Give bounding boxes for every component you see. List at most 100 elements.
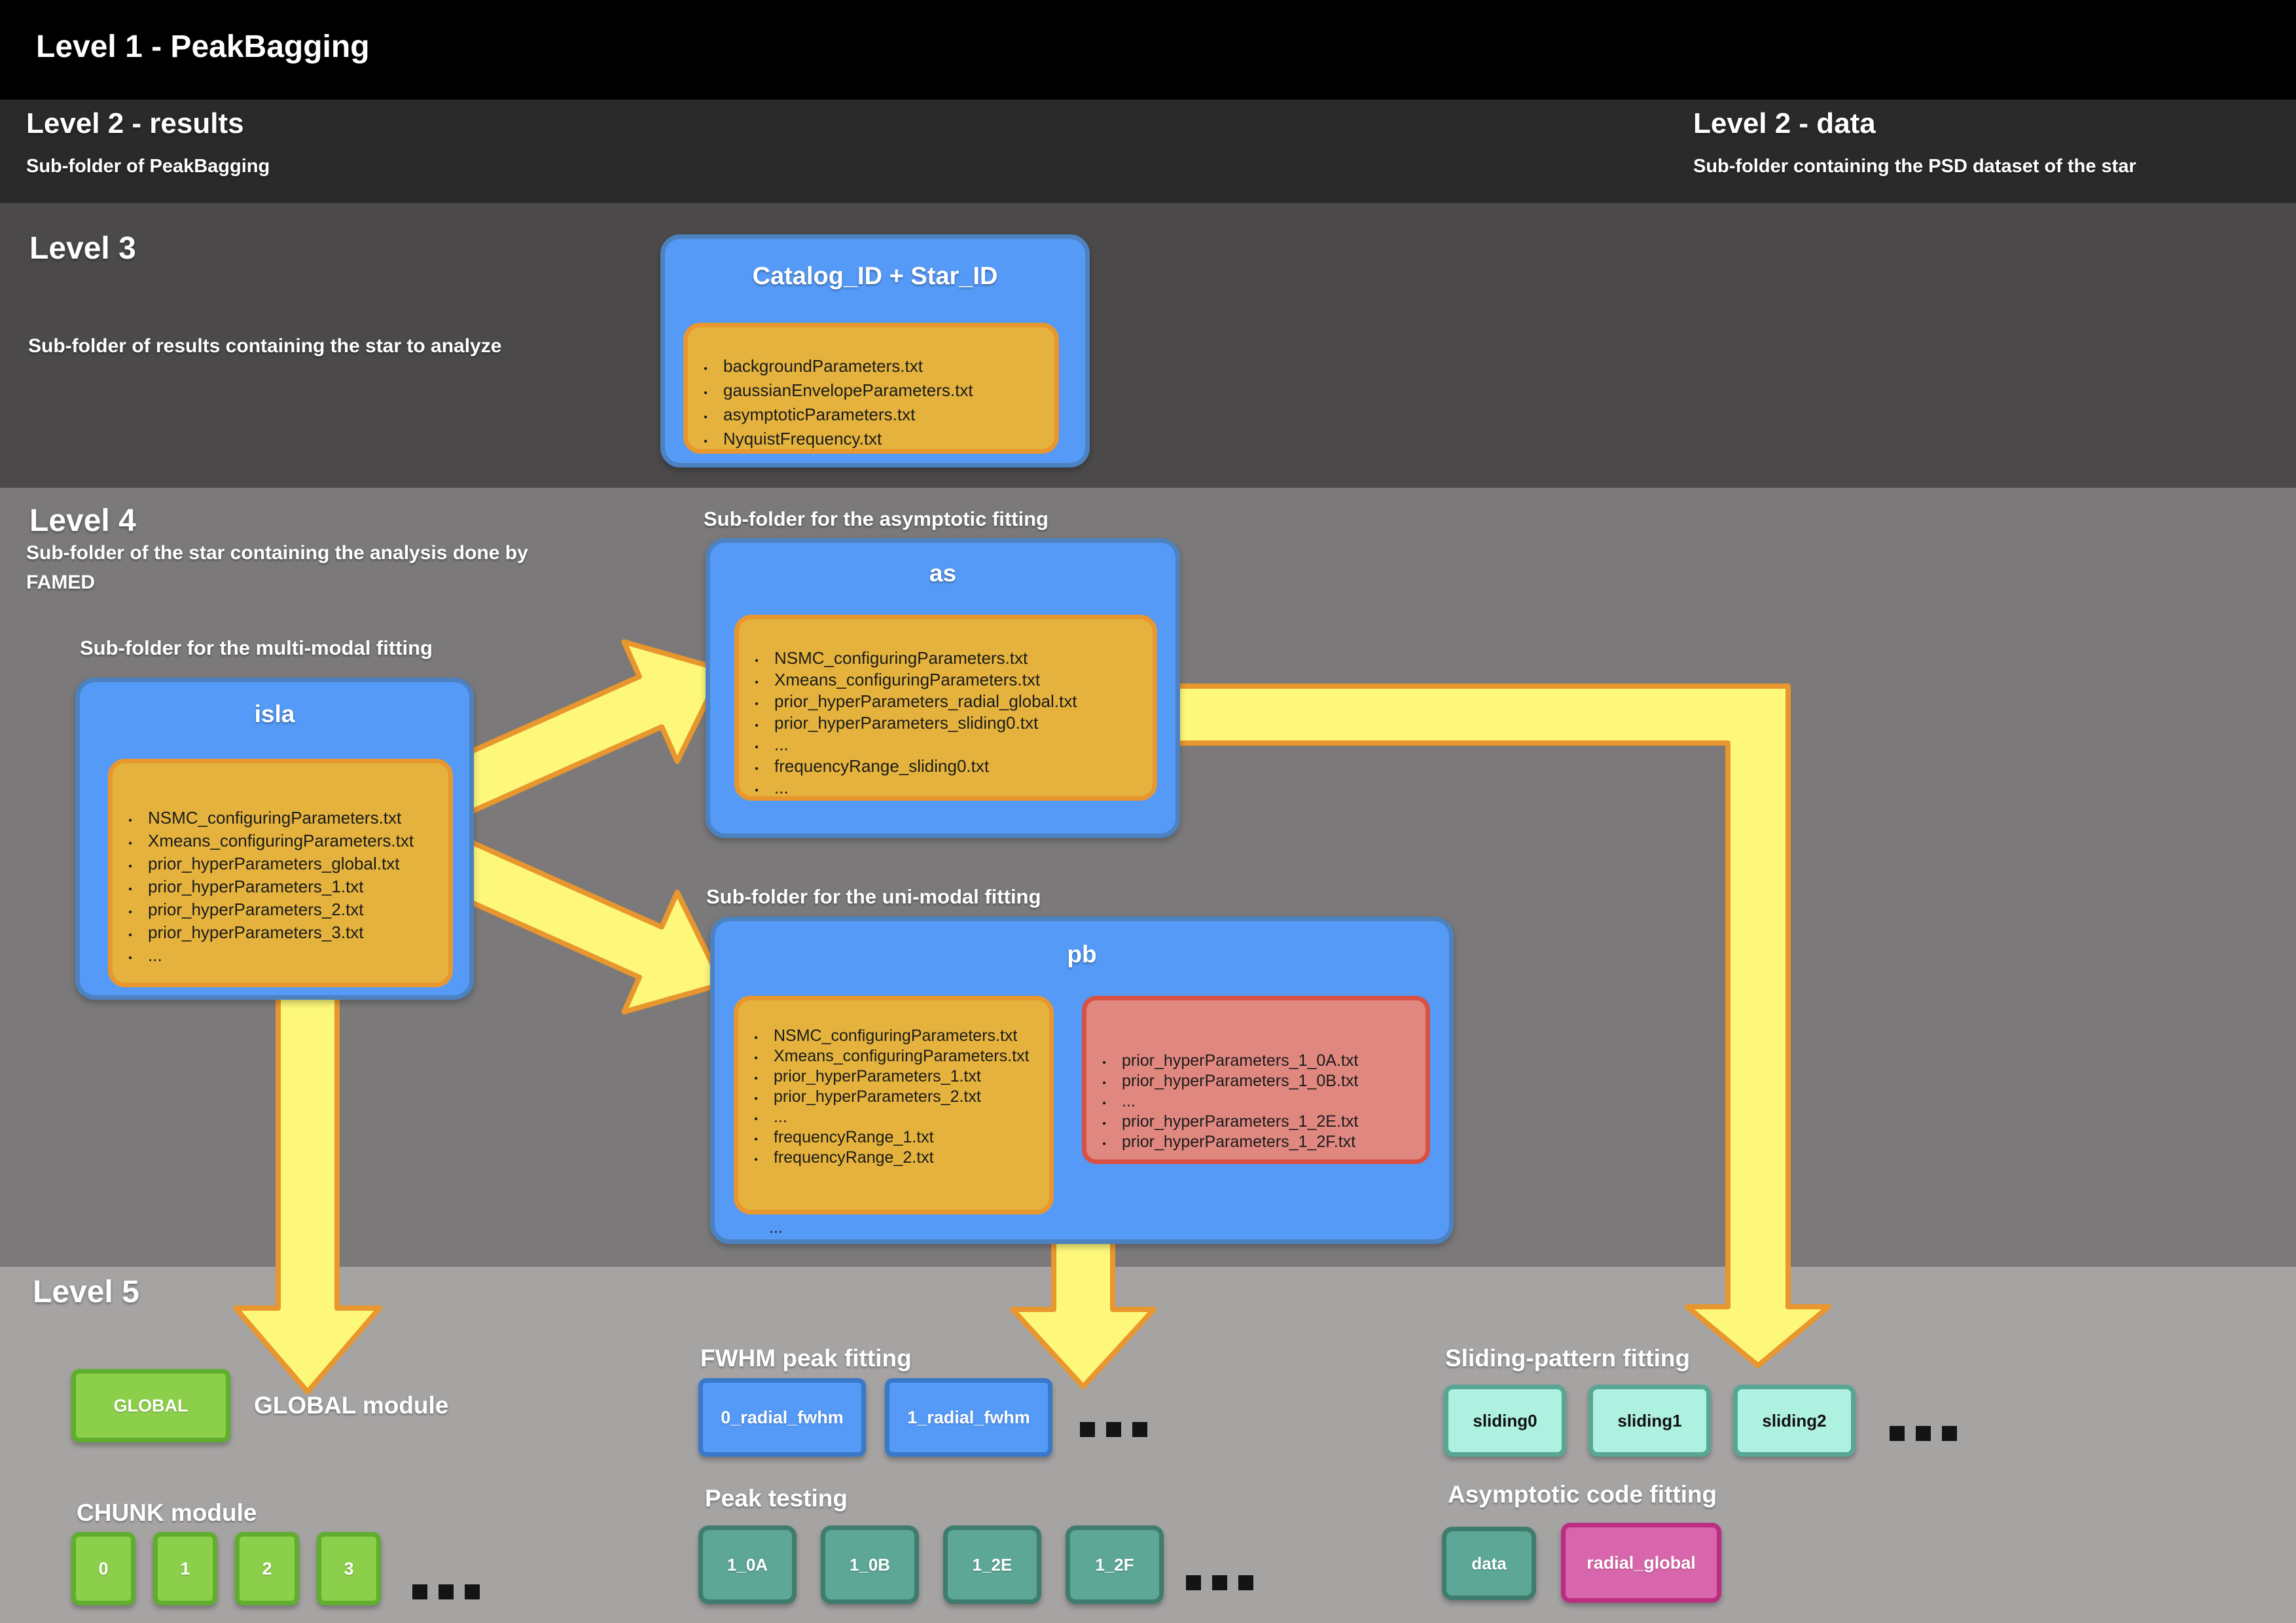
file-item: •prior_hyperParameters_1_0A.txt (1086, 1051, 1426, 1072)
sliding-label: Sliding-pattern fitting (1445, 1345, 1691, 1372)
button-label: radial_global (1587, 1552, 1696, 1573)
file-item: • prior_hyperParameters_global.txt (113, 854, 448, 877)
file-name: prior_hyperParameters_sliding0.txt (774, 713, 1039, 733)
file-name: ... (774, 1108, 787, 1126)
folder-as-title: as (929, 560, 957, 587)
level1-title: Level 1 - PeakBagging (36, 29, 370, 64)
arrow-as-to-sliding-icon (1166, 684, 1831, 1368)
file-item: •... (738, 1108, 1049, 1128)
file-name: backgroundParameters.txt (723, 356, 923, 376)
file-name: prior_hyperParameters_1_2E.txt (1122, 1112, 1359, 1131)
arrow-pb-to-fwhm-icon (1010, 1220, 1157, 1389)
file-name: asymptoticParameters.txt (723, 405, 916, 424)
bullet-icon: • (755, 699, 759, 710)
level3-subtitle: Sub-folder of results containing the sta… (28, 335, 502, 357)
peak-button-1-2f: 1_2F (1066, 1525, 1164, 1604)
file-item: •... (739, 735, 1153, 756)
peak-button-1-2e: 1_2E (943, 1525, 1041, 1604)
folder-as: as • NSMC_configuringParameters.txt•Xmean… (706, 538, 1180, 838)
bullet-icon: • (1102, 1118, 1106, 1129)
bullet-icon: • (755, 655, 759, 666)
bullet-icon: • (128, 861, 132, 872)
file-name: ... (774, 778, 789, 797)
button-label: 1 (180, 1558, 190, 1578)
sliding-button-sliding1: sliding1 (1588, 1385, 1711, 1457)
folder-pb: pb • NSMC_configuringParameters.txt • Xmean… (710, 917, 1454, 1244)
bullet-icon: • (754, 1032, 758, 1044)
bullet-icon: • (128, 838, 132, 849)
file-item: •NSMC_configuringParameters.txt (113, 808, 448, 831)
bullet-icon: • (128, 884, 132, 895)
level2-results-subtitle: Sub-folder of PeakBagging (26, 156, 270, 177)
folder-catalog-star: Catalog_ID + Star_ID •backgroundParamete… (660, 234, 1090, 467)
asymptotic-label: Asymptotic code fitting (1448, 1481, 1717, 1508)
file-item: •prior_hyperParameters_1.txt (738, 1067, 1049, 1087)
file-name: prior_hyperParameters_global.txt (148, 854, 400, 873)
bullet-icon: • (754, 1114, 758, 1125)
file-item: • prior_hyperParameters_1_2E.txt (1086, 1112, 1426, 1133)
bullet-icon: • (128, 815, 132, 826)
folder-isla: isla •NSMC_configuringParameters.txt•Xme… (75, 678, 474, 1000)
fwhm-button-row: 0_radial_fwhm 1_radial_fwhm (698, 1378, 1052, 1457)
sliding-button-sliding0: sliding0 (1444, 1385, 1566, 1457)
file-name: prior_hyperParameters_3.txt (148, 922, 364, 942)
fwhm-button-0-radial-fwhm: 0_radial_fwhm (698, 1378, 866, 1457)
file-item: • gaussianEnvelopeParameters.txt (688, 380, 1054, 405)
isla-section-label: Sub-folder for the multi-modal fitting (80, 636, 433, 659)
button-label: 0 (98, 1558, 109, 1578)
folder-isla-title: isla (254, 701, 295, 727)
file-item: •prior_hyperParameters_2.txt (113, 900, 448, 922)
file-name: frequencyRange_1.txt (774, 1128, 934, 1146)
chunk-button-3: 3 (317, 1532, 381, 1605)
button-radial-global: radial_global (1561, 1523, 1721, 1603)
bullet-icon: • (704, 412, 708, 423)
bullet-icon: • (128, 930, 132, 941)
button-label: GLOBAL (113, 1395, 188, 1415)
button-label: 1_0A (726, 1554, 768, 1575)
file-item: •prior_hyperParameters_1_2F.txt (1086, 1133, 1426, 1153)
file-name: prior_hyperParameters_1_0B.txt (1122, 1072, 1359, 1090)
file-name: prior_hyperParameters_2.txt (774, 1087, 981, 1106)
level5-title: Level 5 (33, 1275, 139, 1309)
chunk-button-2: 2 (235, 1532, 299, 1605)
bullet-icon: • (754, 1053, 758, 1064)
file-name: gaussianEnvelopeParameters.txt (723, 380, 973, 400)
bullet-icon: • (128, 953, 132, 964)
file-name: NSMC_configuringParameters.txt (774, 648, 1028, 668)
file-name: frequencyRange_2.txt (774, 1148, 934, 1167)
bullet-icon: • (704, 363, 708, 374)
peak-ellipsis-dots (1186, 1575, 1253, 1590)
button-data: data (1442, 1527, 1536, 1600)
bullet-icon: • (1102, 1057, 1106, 1068)
file-item: •Xmeans_configuringParameters.txt (113, 831, 448, 854)
bullet-icon: • (704, 388, 708, 399)
file-item: • backgroundParameters.txt (688, 356, 1054, 380)
bullet-icon: • (755, 763, 759, 775)
file-name: Xmeans_configuringParameters.txt (774, 1047, 1030, 1065)
file-item: •frequencyRange_1.txt (738, 1128, 1049, 1148)
arrow-isla-to-as-icon (436, 639, 725, 819)
folder-pb-title: pb (1067, 941, 1097, 968)
band-level-3 (0, 203, 2296, 488)
button-label: 1_2F (1095, 1554, 1134, 1575)
file-name: ... (148, 945, 162, 965)
sliding-ellipsis-dots (1890, 1426, 1957, 1441)
button-label: 1_2E (972, 1554, 1013, 1575)
button-label: 1_radial_fwhm (907, 1407, 1030, 1427)
file-item: •prior_hyperParameters_sliding0.txt (739, 713, 1153, 735)
file-item: •Xmeans_configuringParameters.txt (739, 670, 1153, 691)
file-name: prior_hyperParameters_2.txt (148, 900, 364, 919)
band-level-1 (0, 0, 2296, 100)
level2-data-subtitle: Sub-folder containing the PSD dataset of… (1693, 156, 2136, 177)
bullet-icon: • (755, 785, 759, 796)
chunk-ellipsis-dots (412, 1584, 480, 1599)
band-level-2 (0, 100, 2296, 203)
button-label: 3 (344, 1558, 354, 1578)
fwhm-ellipsis-dots (1080, 1422, 1147, 1437)
bullet-icon: • (754, 1093, 758, 1104)
file-list-as: • NSMC_configuringParameters.txt•Xmeans_c… (734, 615, 1157, 801)
file-name: NSMC_configuringParameters.txt (774, 1027, 1018, 1045)
